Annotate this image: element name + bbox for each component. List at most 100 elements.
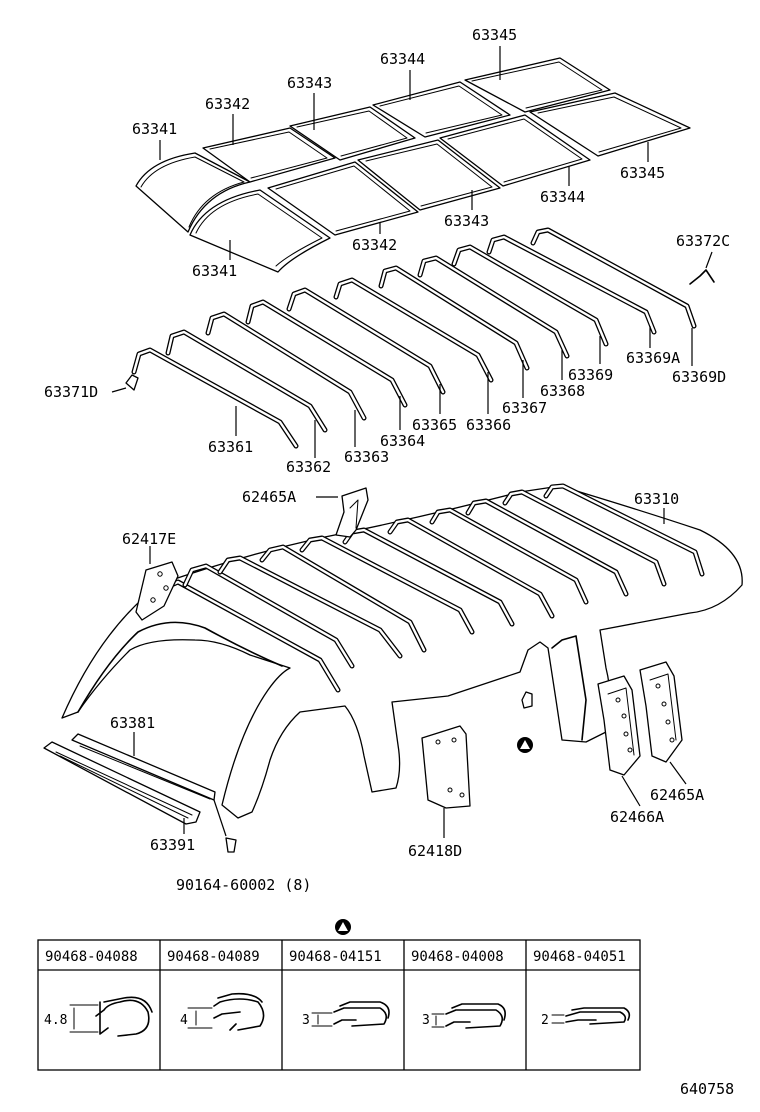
pad-edge — [537, 96, 682, 153]
bow-63366 — [333, 277, 494, 383]
pad-edge — [365, 143, 493, 207]
clip-header-2: 90468-04089 — [167, 949, 260, 965]
screw-90164-60002 — [225, 837, 237, 853]
clip-dim-2: 4 — [180, 1013, 188, 1028]
diagram-number: 640758 — [680, 1080, 734, 1098]
clip-dim-1: 4.8 — [44, 1013, 67, 1028]
pad-63345-lower — [529, 92, 691, 157]
headlining-outline — [61, 485, 743, 819]
clip-reference-triangle-table — [338, 922, 348, 931]
bow-63369 — [451, 244, 609, 347]
pad-63344-top — [372, 81, 511, 138]
clip-drawing-1: 4.8 — [44, 996, 153, 1037]
label-63345-top: 63345 — [472, 26, 517, 44]
part-labels: 63345 63344 63343 63342 63341 63345 6334… — [44, 26, 734, 1098]
label-63367: 63367 — [502, 399, 547, 417]
pad-63343-lower — [357, 139, 501, 211]
pad-edge — [275, 165, 411, 232]
label-63363: 63363 — [344, 448, 389, 466]
bow-63365 — [286, 287, 446, 395]
pad-edge — [296, 110, 408, 157]
bow-63369D — [530, 227, 697, 329]
bow-63363 — [205, 311, 367, 421]
label-63341-top: 63341 — [132, 120, 177, 138]
label-63345-right: 63345 — [620, 164, 665, 182]
label-63344-right: 63344 — [540, 188, 585, 206]
label-63343-top: 63343 — [287, 74, 332, 92]
retainer-63381 — [71, 733, 216, 801]
garnish-62465A-upper — [335, 487, 369, 538]
label-63369D: 63369D — [672, 368, 726, 386]
clip-drawing-2: 4 — [180, 992, 265, 1031]
label-63362: 63362 — [286, 458, 331, 476]
label-90164-60002: 90164-60002 (8) — [176, 876, 311, 894]
clip-reference-marks — [335, 737, 533, 935]
bow-63362 — [165, 329, 328, 433]
bow-63364 — [245, 299, 408, 408]
clip-header-1: 90468-04088 — [45, 949, 138, 965]
clip-dim-4: 3 — [422, 1013, 430, 1028]
pad-63343-top — [289, 106, 416, 161]
garnish-62465A-lower — [639, 661, 683, 763]
clip-header-4: 90468-04008 — [411, 949, 504, 965]
label-62417E: 62417E — [122, 530, 176, 548]
clip-63371D — [125, 374, 139, 391]
roof-pads-group — [135, 57, 691, 273]
label-63364: 63364 — [380, 432, 425, 450]
pad-edge — [379, 85, 503, 134]
garnish-62418D — [421, 725, 471, 809]
pad-63341-lower — [189, 189, 331, 273]
label-63369: 63369 — [568, 366, 613, 384]
label-62466A: 62466A — [610, 808, 664, 826]
bow-63369A — [486, 234, 657, 335]
label-63369A: 63369A — [626, 349, 680, 367]
clip-63372C — [689, 269, 715, 285]
leader-lines — [111, 46, 713, 838]
label-63366: 63366 — [466, 416, 511, 434]
bow-63368 — [417, 255, 570, 359]
bow-63361 — [131, 347, 299, 449]
label-63372C: 63372C — [676, 232, 730, 250]
pad-edge — [140, 156, 245, 228]
clip-table-border — [37, 939, 641, 1071]
label-63365: 63365 — [412, 416, 457, 434]
label-63342-top: 63342 — [205, 95, 250, 113]
clip-drawing-5: 2 — [541, 1007, 631, 1028]
clip-dim-3: 3 — [302, 1013, 310, 1028]
label-63381: 63381 — [110, 714, 155, 732]
label-63391: 63391 — [150, 836, 195, 854]
clip-drawing-4: 3 — [422, 1003, 506, 1029]
label-62465A-right: 62465A — [650, 786, 704, 804]
headlining-clip — [521, 691, 533, 709]
clip-dim-5: 2 — [541, 1013, 549, 1028]
garnish-62466A — [597, 675, 641, 776]
pad-edge — [195, 193, 323, 267]
label-62465A-upper: 62465A — [242, 488, 296, 506]
pad-edge — [471, 61, 603, 109]
garnish-62417E — [135, 561, 179, 621]
roof-bows-group — [125, 227, 715, 449]
bow-63367 — [378, 265, 530, 371]
label-63371D: 63371D — [44, 383, 98, 401]
label-63342-bottom: 63342 — [352, 236, 397, 254]
label-63361: 63361 — [208, 438, 253, 456]
windshield-opening — [77, 621, 283, 713]
label-62418D: 62418D — [408, 842, 462, 860]
pad-edge — [209, 131, 328, 179]
pad-edge — [447, 118, 583, 183]
clip-header-3: 90468-04151 — [289, 949, 382, 965]
pillar-cut — [551, 635, 587, 741]
clip-drawing-3: 3 — [302, 1001, 390, 1028]
label-63344-top: 63344 — [380, 50, 425, 68]
trim-parts-group — [43, 487, 683, 853]
label-63341-bottom: 63341 — [192, 262, 237, 280]
clip-header-5: 90468-04051 — [533, 949, 626, 965]
label-63310: 63310 — [634, 490, 679, 508]
headlining-63310 — [61, 483, 743, 819]
pad-63344-lower — [439, 114, 591, 187]
label-63368: 63368 — [540, 382, 585, 400]
clip-table: 90468-04088 90468-04089 90468-04151 9046… — [37, 939, 641, 1071]
clip-reference-triangle-body — [520, 740, 530, 749]
